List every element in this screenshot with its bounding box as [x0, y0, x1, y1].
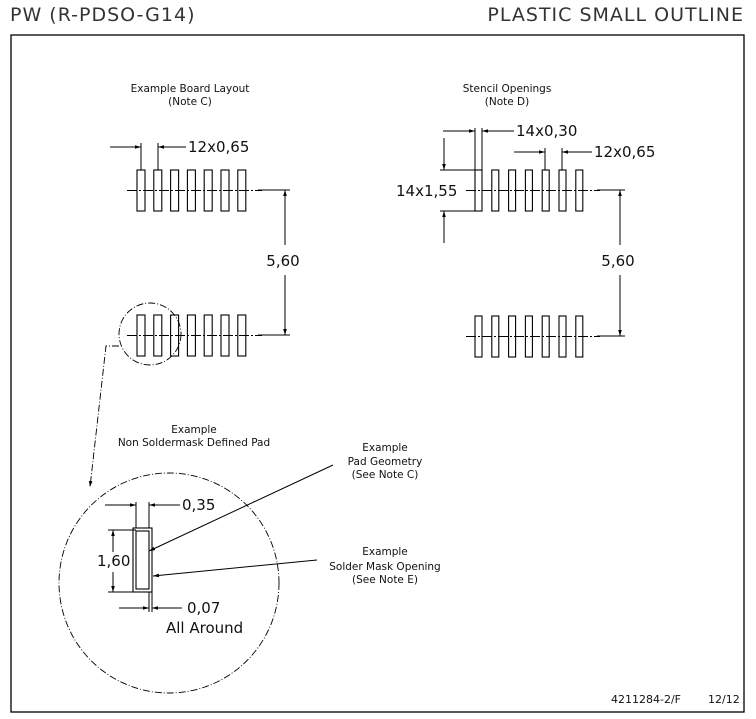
stencil-opening — [575, 169, 584, 212]
stencil-opening — [541, 169, 550, 212]
pad-width-label: 0,35 — [182, 496, 215, 514]
solder-mask-callout-line1: Example — [362, 546, 408, 558]
board-layout-note: (Note C) — [168, 96, 212, 108]
stencil-opening — [524, 315, 533, 358]
solder-mask-callout-line2: Solder Mask Opening — [329, 561, 440, 573]
solder-mask-leader — [152, 559, 318, 578]
clearance-note: All Around — [166, 619, 243, 637]
board-layout-bottom-pad-row — [127, 314, 262, 357]
stencil-top-pad-row — [466, 169, 600, 212]
pad-geometry-callout-line2: Pad Geometry — [348, 456, 423, 468]
board-layout-pad — [186, 314, 196, 357]
stencil-opening — [524, 169, 533, 212]
pad-geometry-leader — [148, 464, 334, 552]
stencil-opening — [508, 315, 517, 358]
stencil-opening — [491, 169, 500, 212]
stencil-bottom-pad-row — [466, 315, 600, 358]
board-layout-pad — [153, 314, 163, 357]
board-layout-pad — [170, 169, 180, 212]
stencil-length-dimension — [440, 138, 475, 243]
drawing-number: 4211284-2/F — [611, 693, 681, 706]
detail-leader-line — [88, 345, 119, 488]
board-layout-pad — [237, 314, 247, 357]
stencil-opening — [491, 315, 500, 358]
stencil-row-spacing-dimension — [597, 189, 625, 337]
package-type-title: PLASTIC SMALL OUTLINE — [487, 4, 744, 26]
drawing-frame — [10, 34, 745, 713]
solder-mask-opening — [132, 527, 153, 593]
stencil-opening — [558, 315, 567, 358]
pad-geometry — [135, 530, 150, 590]
detail-view-circle — [58, 472, 280, 694]
stencil-opening — [474, 169, 483, 212]
detail-callout-circle — [118, 302, 182, 366]
stencil-title: Stencil Openings — [463, 83, 552, 95]
pad-geometry-callout-line1: Example — [362, 442, 408, 454]
board-layout-pad — [203, 314, 213, 357]
clearance-label: 0,07 — [187, 599, 220, 617]
stencil-opening — [474, 315, 483, 358]
pad-length-label: 1,60 — [97, 552, 130, 570]
stencil-opening — [575, 315, 584, 358]
drawing-date: 12/12 — [708, 693, 740, 706]
stencil-width-label: 14x0,30 — [516, 122, 577, 140]
board-layout-pad — [203, 169, 213, 212]
board-layout-row-spacing-dimension — [258, 189, 290, 336]
detail-subtitle: Non Soldermask Defined Pad — [118, 437, 270, 449]
stencil-pitch-dimension — [514, 148, 592, 170]
stencil-note: (Note D) — [485, 96, 529, 108]
clearance-dimension — [119, 592, 182, 612]
board-layout-pitch-label: 12x0,65 — [188, 138, 249, 156]
solder-mask-callout-line3: (See Note E) — [352, 574, 418, 586]
board-layout-pad — [136, 314, 146, 357]
board-layout-pad — [220, 169, 230, 212]
pad-width-dimension — [105, 502, 180, 528]
board-layout-pad — [186, 169, 196, 212]
pad-length-dimension — [108, 529, 136, 593]
stencil-width-dimension — [443, 128, 514, 170]
stencil-length-label: 14x1,55 — [396, 182, 457, 200]
board-layout-pad — [220, 314, 230, 357]
board-layout-top-pad-row — [127, 169, 262, 212]
stencil-opening — [508, 169, 517, 212]
stencil-row-spacing-label: 5,60 — [601, 252, 634, 270]
board-layout-row-spacing-label: 5,60 — [266, 252, 299, 270]
package-code-title: PW (R-PDSO-G14) — [10, 4, 196, 26]
stencil-opening — [541, 315, 550, 358]
board-layout-pitch-dimension — [110, 143, 186, 170]
board-layout-pad — [237, 169, 247, 212]
board-layout-title: Example Board Layout — [131, 83, 250, 95]
pad-geometry-callout-line3: (See Note C) — [352, 469, 419, 481]
stencil-pitch-label: 12x0,65 — [594, 143, 655, 161]
detail-title: Example — [171, 424, 217, 436]
